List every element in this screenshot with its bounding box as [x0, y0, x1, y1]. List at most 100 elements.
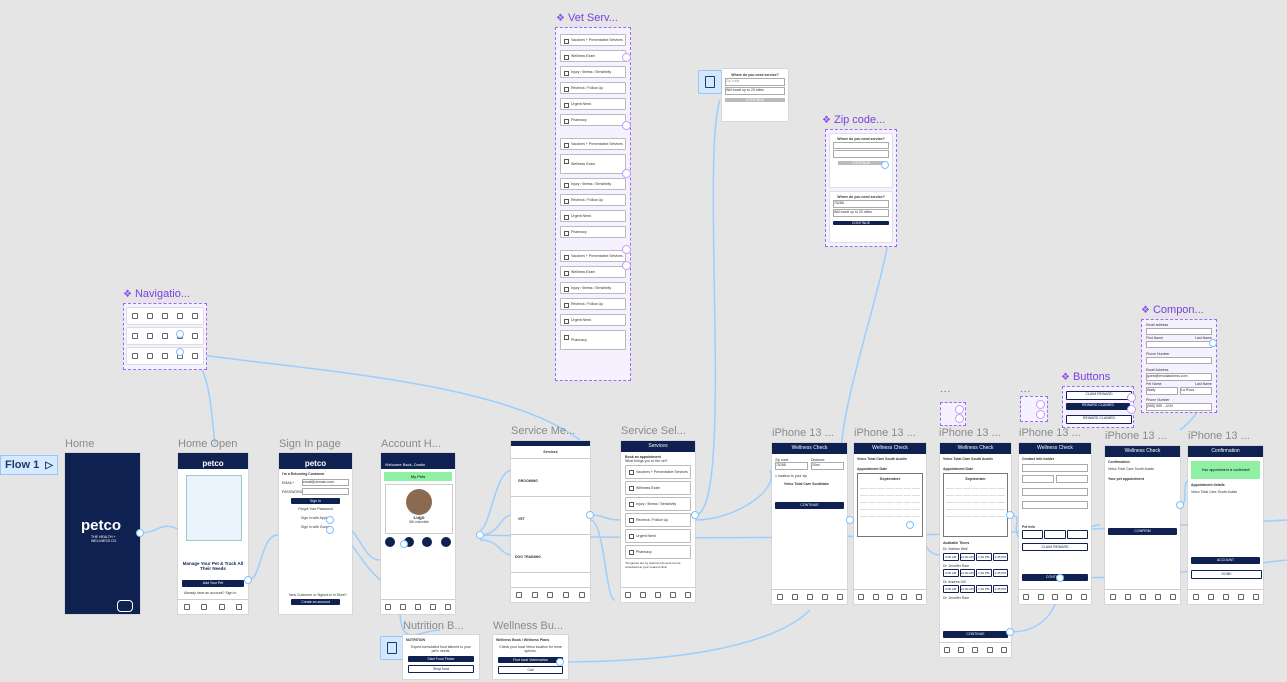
connection-node[interactable]	[1006, 511, 1014, 519]
connection-node[interactable]	[326, 526, 334, 534]
calendar-day[interactable]	[980, 483, 988, 489]
calendar-day[interactable]	[869, 490, 877, 496]
connection-node[interactable]	[176, 330, 184, 338]
calendar-day[interactable]	[989, 497, 997, 503]
calendar-day[interactable]	[980, 490, 988, 496]
calendar-day[interactable]	[963, 504, 971, 510]
calendar-day[interactable]	[869, 497, 877, 503]
calendar-day[interactable]	[912, 490, 920, 496]
calendar-day[interactable]	[886, 483, 894, 489]
bottom-nav[interactable]	[1105, 589, 1180, 604]
calendar-day[interactable]	[946, 483, 954, 489]
flow-start-badge[interactable]: Flow 1 ▷	[0, 455, 58, 475]
calendar-day[interactable]	[946, 504, 954, 510]
connection-node[interactable]	[136, 529, 144, 537]
calendar-day[interactable]	[955, 511, 963, 517]
vet-service-item[interactable]: Urgent Need	[560, 314, 626, 326]
vet-service-item[interactable]: Pharmacy	[560, 114, 626, 126]
dots-component-set-2[interactable]	[1020, 396, 1048, 422]
bottom-nav[interactable]	[772, 589, 847, 604]
modal-distance-select[interactable]: Will travel up to 20 miles	[725, 87, 785, 95]
time-slot[interactable]: 9:00 AM	[943, 585, 959, 593]
service-option[interactable]: Vaccines + Preventative Services	[625, 465, 691, 479]
calendar-day[interactable]	[877, 504, 885, 510]
pet-name-field[interactable]: Wally	[1146, 387, 1178, 395]
calendar-day[interactable]	[895, 483, 903, 489]
variant-node[interactable]	[622, 169, 631, 178]
connection-node[interactable]	[1209, 339, 1217, 347]
connection-node[interactable]	[881, 161, 889, 169]
email-field[interactable]: email@domain.com	[302, 479, 349, 486]
navigation-component-set[interactable]	[123, 303, 207, 370]
action-icon[interactable]	[422, 537, 432, 547]
frame-sign-in[interactable]: petco I'm a Returning Customer EMAIL*ema…	[279, 453, 352, 614]
service-grooming[interactable]: GROOMING	[511, 459, 590, 497]
modal-continue-button[interactable]: CONTINUE	[725, 98, 785, 102]
continue-button[interactable]: CONTINUE	[775, 502, 844, 509]
time-slot[interactable]: 11:00 AM	[960, 585, 976, 593]
contact-field[interactable]	[1022, 464, 1088, 472]
calendar-day[interactable]	[895, 504, 903, 510]
connection-node[interactable]	[1006, 628, 1014, 636]
calendar-day[interactable]	[912, 511, 920, 517]
zip-code-component-set[interactable]: Where do you need service? CONTINUE Wher…	[825, 129, 897, 247]
service-option[interactable]: Injury / Illness / Sensitivity	[625, 497, 691, 511]
calendar[interactable]: September	[943, 473, 1008, 537]
calendar-day[interactable]	[980, 504, 988, 510]
pet-option[interactable]	[1022, 530, 1043, 539]
frame-service-select[interactable]: Services Book an appointment What brings…	[621, 441, 695, 602]
calendar-day[interactable]	[904, 483, 912, 489]
last-name-field[interactable]: La Rosa	[1180, 387, 1212, 395]
email-field-filled[interactable]: guest@emailaddress.com	[1146, 373, 1212, 381]
password-field[interactable]	[302, 488, 349, 495]
calendar-grid[interactable]	[944, 481, 1007, 519]
calendar-day[interactable]	[860, 490, 868, 496]
service-option[interactable]: Recheck / Follow Up	[625, 513, 691, 527]
device-icon[interactable]	[380, 636, 404, 660]
calendar-day[interactable]	[972, 483, 980, 489]
sign-in-button[interactable]: Sign In	[291, 498, 340, 504]
calendar-day[interactable]	[904, 504, 912, 510]
calendar-day[interactable]	[886, 511, 894, 517]
calendar-day[interactable]	[912, 497, 920, 503]
variant-node[interactable]	[622, 53, 631, 62]
calendar-day[interactable]	[877, 511, 885, 517]
calendar-day[interactable]	[904, 497, 912, 503]
bottom-nav[interactable]	[940, 642, 1011, 657]
bottom-nav[interactable]	[127, 328, 203, 344]
call-button[interactable]: Call	[498, 666, 563, 674]
calendar-day[interactable]	[989, 490, 997, 496]
calendar-day[interactable]	[886, 490, 894, 496]
vet-service-item[interactable]: Vaccines + Preventative Services	[560, 138, 626, 150]
connection-node[interactable]	[846, 516, 854, 524]
calendar-day[interactable]	[869, 511, 877, 517]
vet-service-item[interactable]: Wellness Exam	[560, 154, 626, 174]
calendar-day[interactable]	[955, 490, 963, 496]
distance-select[interactable]	[833, 150, 889, 158]
time-slot[interactable]: 9:00 AM	[943, 569, 959, 577]
bottom-nav[interactable]	[854, 589, 926, 604]
phone-field-filled[interactable]: (555) 555 - 1234	[1146, 403, 1212, 411]
calendar-day[interactable]	[955, 504, 963, 510]
distance-select[interactable]: 20mi	[811, 462, 844, 470]
connection-node[interactable]	[400, 540, 408, 548]
calendar-day[interactable]	[869, 483, 877, 489]
variant-node[interactable]	[1036, 400, 1045, 409]
device-icon[interactable]	[698, 70, 722, 94]
claim-reward-button[interactable]: CLAIM REWARD	[1066, 391, 1132, 400]
connection-node[interactable]	[1176, 501, 1184, 509]
frame-wellness-bottom-sheet[interactable]: Wellness Book / Wellness Plans Check you…	[493, 635, 568, 679]
time-slot[interactable]: 11:00 AM	[960, 569, 976, 577]
calendar-day[interactable]	[860, 504, 868, 510]
bottom-nav[interactable]	[1019, 589, 1091, 604]
vet-service-item[interactable]: Urgent Need	[560, 98, 626, 110]
calendar-day[interactable]	[997, 483, 1005, 489]
calendar-day[interactable]	[989, 483, 997, 489]
add-pet-button[interactable]: Add Your Pet	[182, 580, 244, 587]
vet-service-item[interactable]: Injury / Illness / Sensitivity	[560, 178, 626, 190]
calendar-day[interactable]	[869, 504, 877, 510]
confirm-button[interactable]: CONFIRM	[1108, 528, 1177, 535]
frame-wellness-time[interactable]: Wellness Check Vetco Total Care South Au…	[940, 443, 1011, 657]
pet-option[interactable]	[1067, 530, 1088, 539]
frame-wellness-location[interactable]: Wellness Check Zip codeDistance 7528820m…	[772, 443, 847, 604]
